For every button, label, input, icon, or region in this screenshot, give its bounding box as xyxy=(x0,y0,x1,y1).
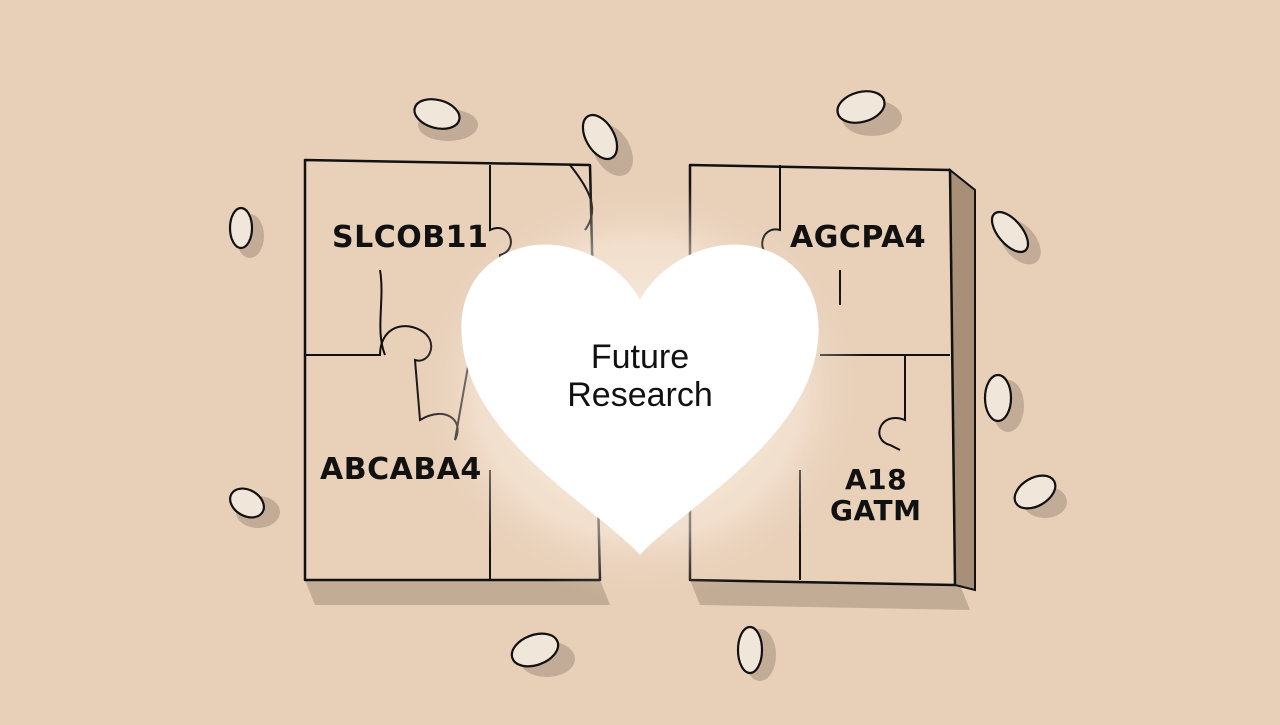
heart-label-line1: Future xyxy=(590,338,690,376)
gene-label-top-right: AGCPA4 xyxy=(790,220,927,255)
heart-shape xyxy=(461,244,819,555)
heart-label-line2: Research xyxy=(567,376,713,414)
gene-label-bottom-right-line1: A18 xyxy=(845,463,908,496)
heart-center-label: Future Research xyxy=(520,338,760,414)
gene-label-bottom-right-line2: GATM xyxy=(830,494,922,527)
pills xyxy=(228,90,1067,681)
gene-label-top-left: SLCOB11 xyxy=(332,220,489,255)
gene-label-bottom-left: ABCABA4 xyxy=(320,452,482,487)
